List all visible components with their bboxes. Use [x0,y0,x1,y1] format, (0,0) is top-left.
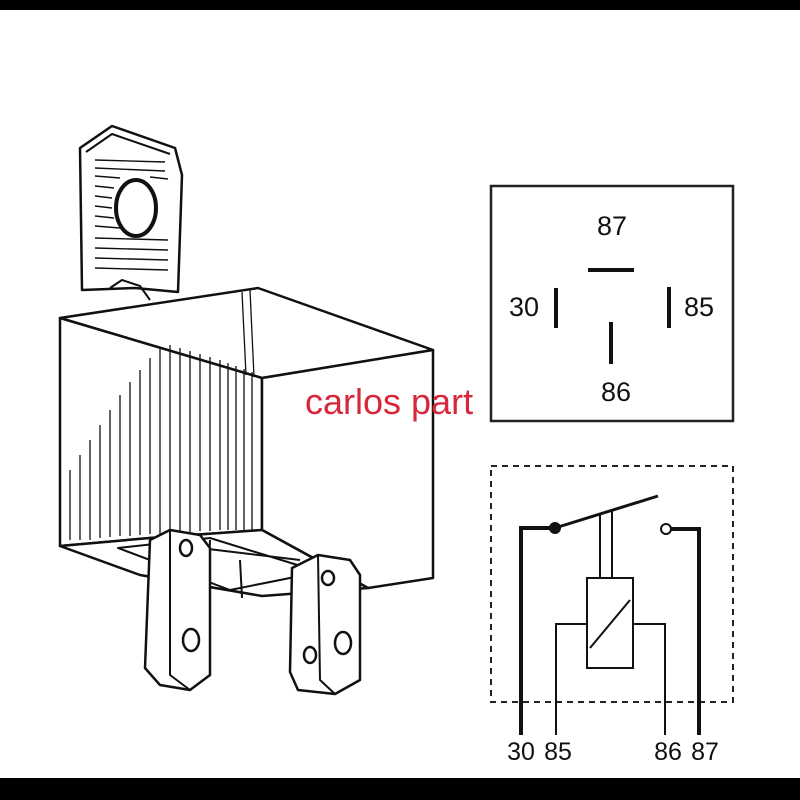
top-border-bar [0,0,800,10]
schematic-dashed-frame [490,465,734,703]
schematic-label-87: 87 [691,738,719,766]
relay-body [58,286,435,599]
pin-layout-diagram: 87 30 85 86 [489,184,735,423]
schematic-label-85: 85 [544,738,572,766]
relay-schematic: 30 85 86 87 [490,465,734,766]
lead-85 [555,623,587,735]
terminal-left [143,528,212,692]
watermark-text: carlos part [305,381,473,422]
body-top-edge-lines [241,289,255,378]
tab-hatching [94,159,169,271]
pin-label-top: 87 [597,211,627,241]
mounting-hole [114,178,158,238]
relay-drawing [58,124,435,696]
pin-label-left: 30 [509,292,539,322]
pin-label-right: 85 [684,292,714,322]
coil-diagonal [589,599,631,649]
lead-30 [519,526,554,735]
lead-86 [633,623,666,735]
pin-label-bottom: 86 [601,377,631,407]
mounting-tab [78,124,184,301]
bottom-border-bar [0,778,800,800]
lead-87 [671,527,701,735]
terminal-right [288,553,362,696]
switch-arm [554,494,659,530]
pin-layout-frame [489,184,735,423]
schematic-label-30: 30 [507,738,535,766]
body-shading [69,345,253,540]
schematic-label-86: 86 [654,738,682,766]
contact-87 [660,523,672,535]
